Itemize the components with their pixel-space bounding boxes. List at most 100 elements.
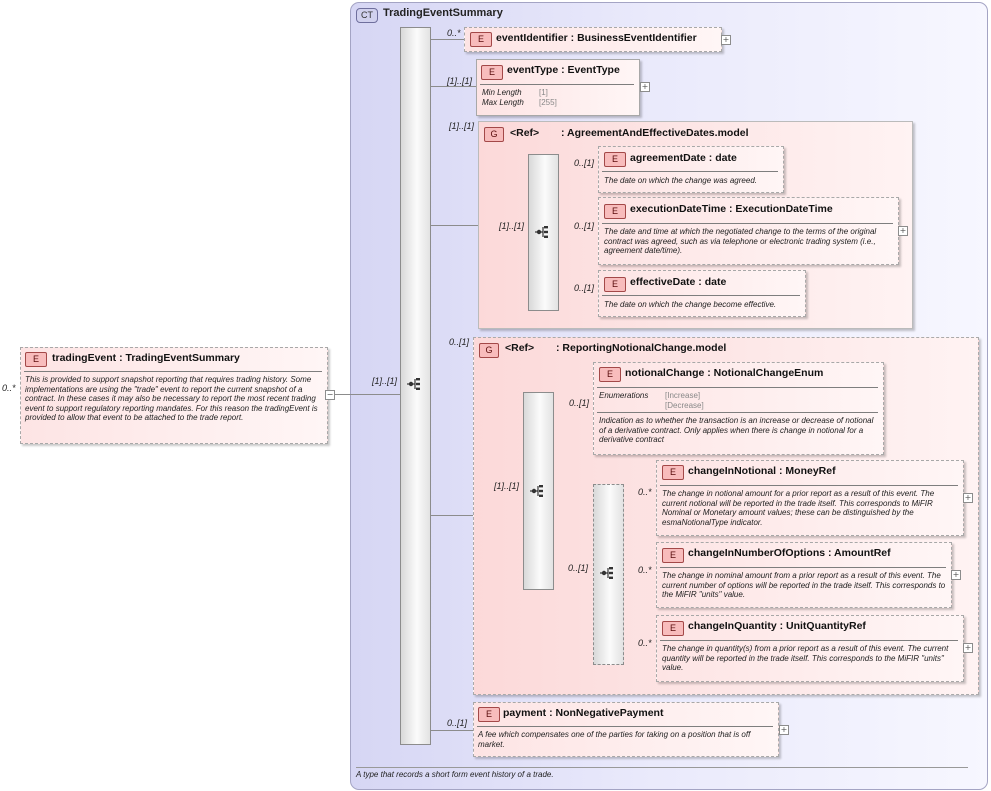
- element-executionDateTime[interactable]: [598, 197, 899, 265]
- connector-line: [430, 39, 464, 40]
- facet-value: [255]: [539, 98, 557, 107]
- element-description: The date on which the change was agreed.: [604, 176, 757, 185]
- expand-toggle[interactable]: +: [963, 643, 973, 653]
- root-element-name: tradingEvent : TradingEventSummary: [52, 352, 240, 364]
- expand-toggle[interactable]: +: [779, 725, 789, 735]
- element-changeInQuantity[interactable]: [656, 615, 964, 682]
- multiplicity-label: 0..[1]: [574, 221, 595, 231]
- connector-line: [430, 730, 473, 731]
- root-multiplicity: 0..*: [2, 383, 16, 393]
- multiplicity-label: 0..[1]: [447, 718, 468, 728]
- element-badge: E: [662, 548, 684, 563]
- element-badge: E: [599, 367, 621, 382]
- facet-label: Max Length: [482, 98, 524, 107]
- element-description: The date on which the change become effe…: [604, 300, 777, 309]
- group-badge: G: [484, 127, 504, 142]
- element-name: changeInNumberOfOptions : AmountRef: [688, 547, 891, 559]
- choice-multiplicity: 0..[1]: [568, 563, 589, 573]
- multiplicity-label: 0..*: [447, 28, 461, 38]
- element-description: Indication as to whether the transaction…: [599, 416, 874, 444]
- group-ref-label: <Ref>: [510, 127, 540, 139]
- element-changeInNotional[interactable]: [656, 460, 964, 536]
- root-element-divider: [24, 371, 322, 372]
- expand-toggle[interactable]: +: [951, 570, 961, 580]
- complex-type-divider: [356, 767, 968, 768]
- element-divider: [602, 295, 800, 296]
- element-name: changeInNotional : MoneyRef: [688, 465, 836, 477]
- group-ref-label: <Ref>: [505, 342, 535, 354]
- enumeration-value: [Increase]: [665, 391, 701, 400]
- element-agreementDate[interactable]: [598, 146, 784, 193]
- enumerations-label: Enumerations: [599, 391, 649, 400]
- complex-type-title: TradingEventSummary: [383, 7, 503, 19]
- element-divider: [602, 223, 893, 224]
- multiplicity-label: 0..[1]: [569, 398, 590, 408]
- connector-line: [430, 515, 473, 516]
- element-name: notionalChange : NotionalChangeEnum: [625, 367, 824, 379]
- element-badge: E: [478, 707, 500, 722]
- enumeration-value: [Decrease]: [665, 401, 704, 410]
- element-divider: [660, 640, 958, 641]
- sequence-icon: [530, 485, 543, 497]
- multiplicity-label: 0..[1]: [574, 158, 595, 168]
- connector-line: [328, 394, 400, 395]
- element-badge: E: [604, 204, 626, 219]
- element-name: executionDateTime : ExecutionDateTime: [630, 203, 833, 215]
- element-eventType[interactable]: [476, 59, 640, 116]
- expand-toggle[interactable]: +: [721, 35, 731, 45]
- element-payment[interactable]: [473, 702, 779, 757]
- element-description: The date and time at which the negotiate…: [604, 227, 877, 255]
- element-badge: E: [470, 32, 492, 47]
- complex-type-description: A type that records a short form event h…: [356, 770, 554, 779]
- element-divider: [597, 412, 878, 413]
- element-divider: [480, 84, 634, 85]
- element-name: eventIdentifier : BusinessEventIdentifie…: [496, 32, 697, 44]
- multiplicity-label: 0..*: [638, 487, 652, 497]
- element-description: A fee which compensates one of the parti…: [478, 730, 751, 749]
- element-name: eventType : EventType: [507, 64, 620, 76]
- element-name: changeInQuantity : UnitQuantityRef: [688, 620, 866, 632]
- group-badge: G: [479, 343, 499, 358]
- connector-line: [430, 225, 478, 226]
- element-badge: E: [481, 65, 503, 80]
- multiplicity-label: 0..[1]: [449, 337, 470, 347]
- element-description: The change in quantity(s) from a prior r…: [662, 644, 949, 672]
- element-notionalChange[interactable]: [593, 362, 884, 455]
- element-description: The change in nominal amount from a prio…: [662, 571, 946, 599]
- element-divider: [602, 171, 778, 172]
- element-badge: E: [662, 465, 684, 480]
- choice-icon: [600, 567, 613, 579]
- multiplicity-label: [1]..[1]: [447, 76, 473, 86]
- element-divider: [597, 387, 878, 388]
- complex-type-badge: CT: [356, 8, 378, 23]
- element-divider: [660, 485, 958, 486]
- element-divider: [477, 726, 773, 727]
- sequence-multiplicity: [1]..[1]: [494, 481, 520, 491]
- sequence-icon: [407, 378, 420, 390]
- multiplicity-label: 0..*: [638, 638, 652, 648]
- element-name: effectiveDate : date: [630, 276, 727, 288]
- sequence-multiplicity: [1]..[1]: [372, 376, 398, 386]
- expand-toggle[interactable]: +: [898, 226, 908, 236]
- connector-line: [430, 86, 476, 87]
- multiplicity-label: 0..[1]: [574, 283, 595, 293]
- sequence-multiplicity: [1]..[1]: [499, 221, 525, 231]
- expand-toggle[interactable]: +: [963, 493, 973, 503]
- element-divider: [660, 567, 946, 568]
- element-badge: E: [25, 352, 47, 367]
- collapse-toggle[interactable]: −: [325, 390, 335, 400]
- element-changeInNumberOfOptions[interactable]: [656, 542, 952, 608]
- multiplicity-label: [1]..[1]: [449, 121, 475, 131]
- group-name: : AgreementAndEffectiveDates.model: [561, 127, 749, 139]
- expand-toggle[interactable]: +: [640, 82, 650, 92]
- root-element-description: This is provided to support snapshot rep…: [25, 375, 318, 422]
- sequence-icon: [535, 226, 548, 238]
- element-badge: E: [662, 621, 684, 636]
- element-badge: E: [604, 277, 626, 292]
- element-name: payment : NonNegativePayment: [503, 707, 664, 719]
- element-description: The change in notional amount for a prio…: [662, 489, 935, 527]
- facet-label: Min Length: [482, 88, 522, 97]
- element-name: agreementDate : date: [630, 152, 737, 164]
- element-effectiveDate[interactable]: [598, 270, 806, 317]
- facet-value: [1]: [539, 88, 548, 97]
